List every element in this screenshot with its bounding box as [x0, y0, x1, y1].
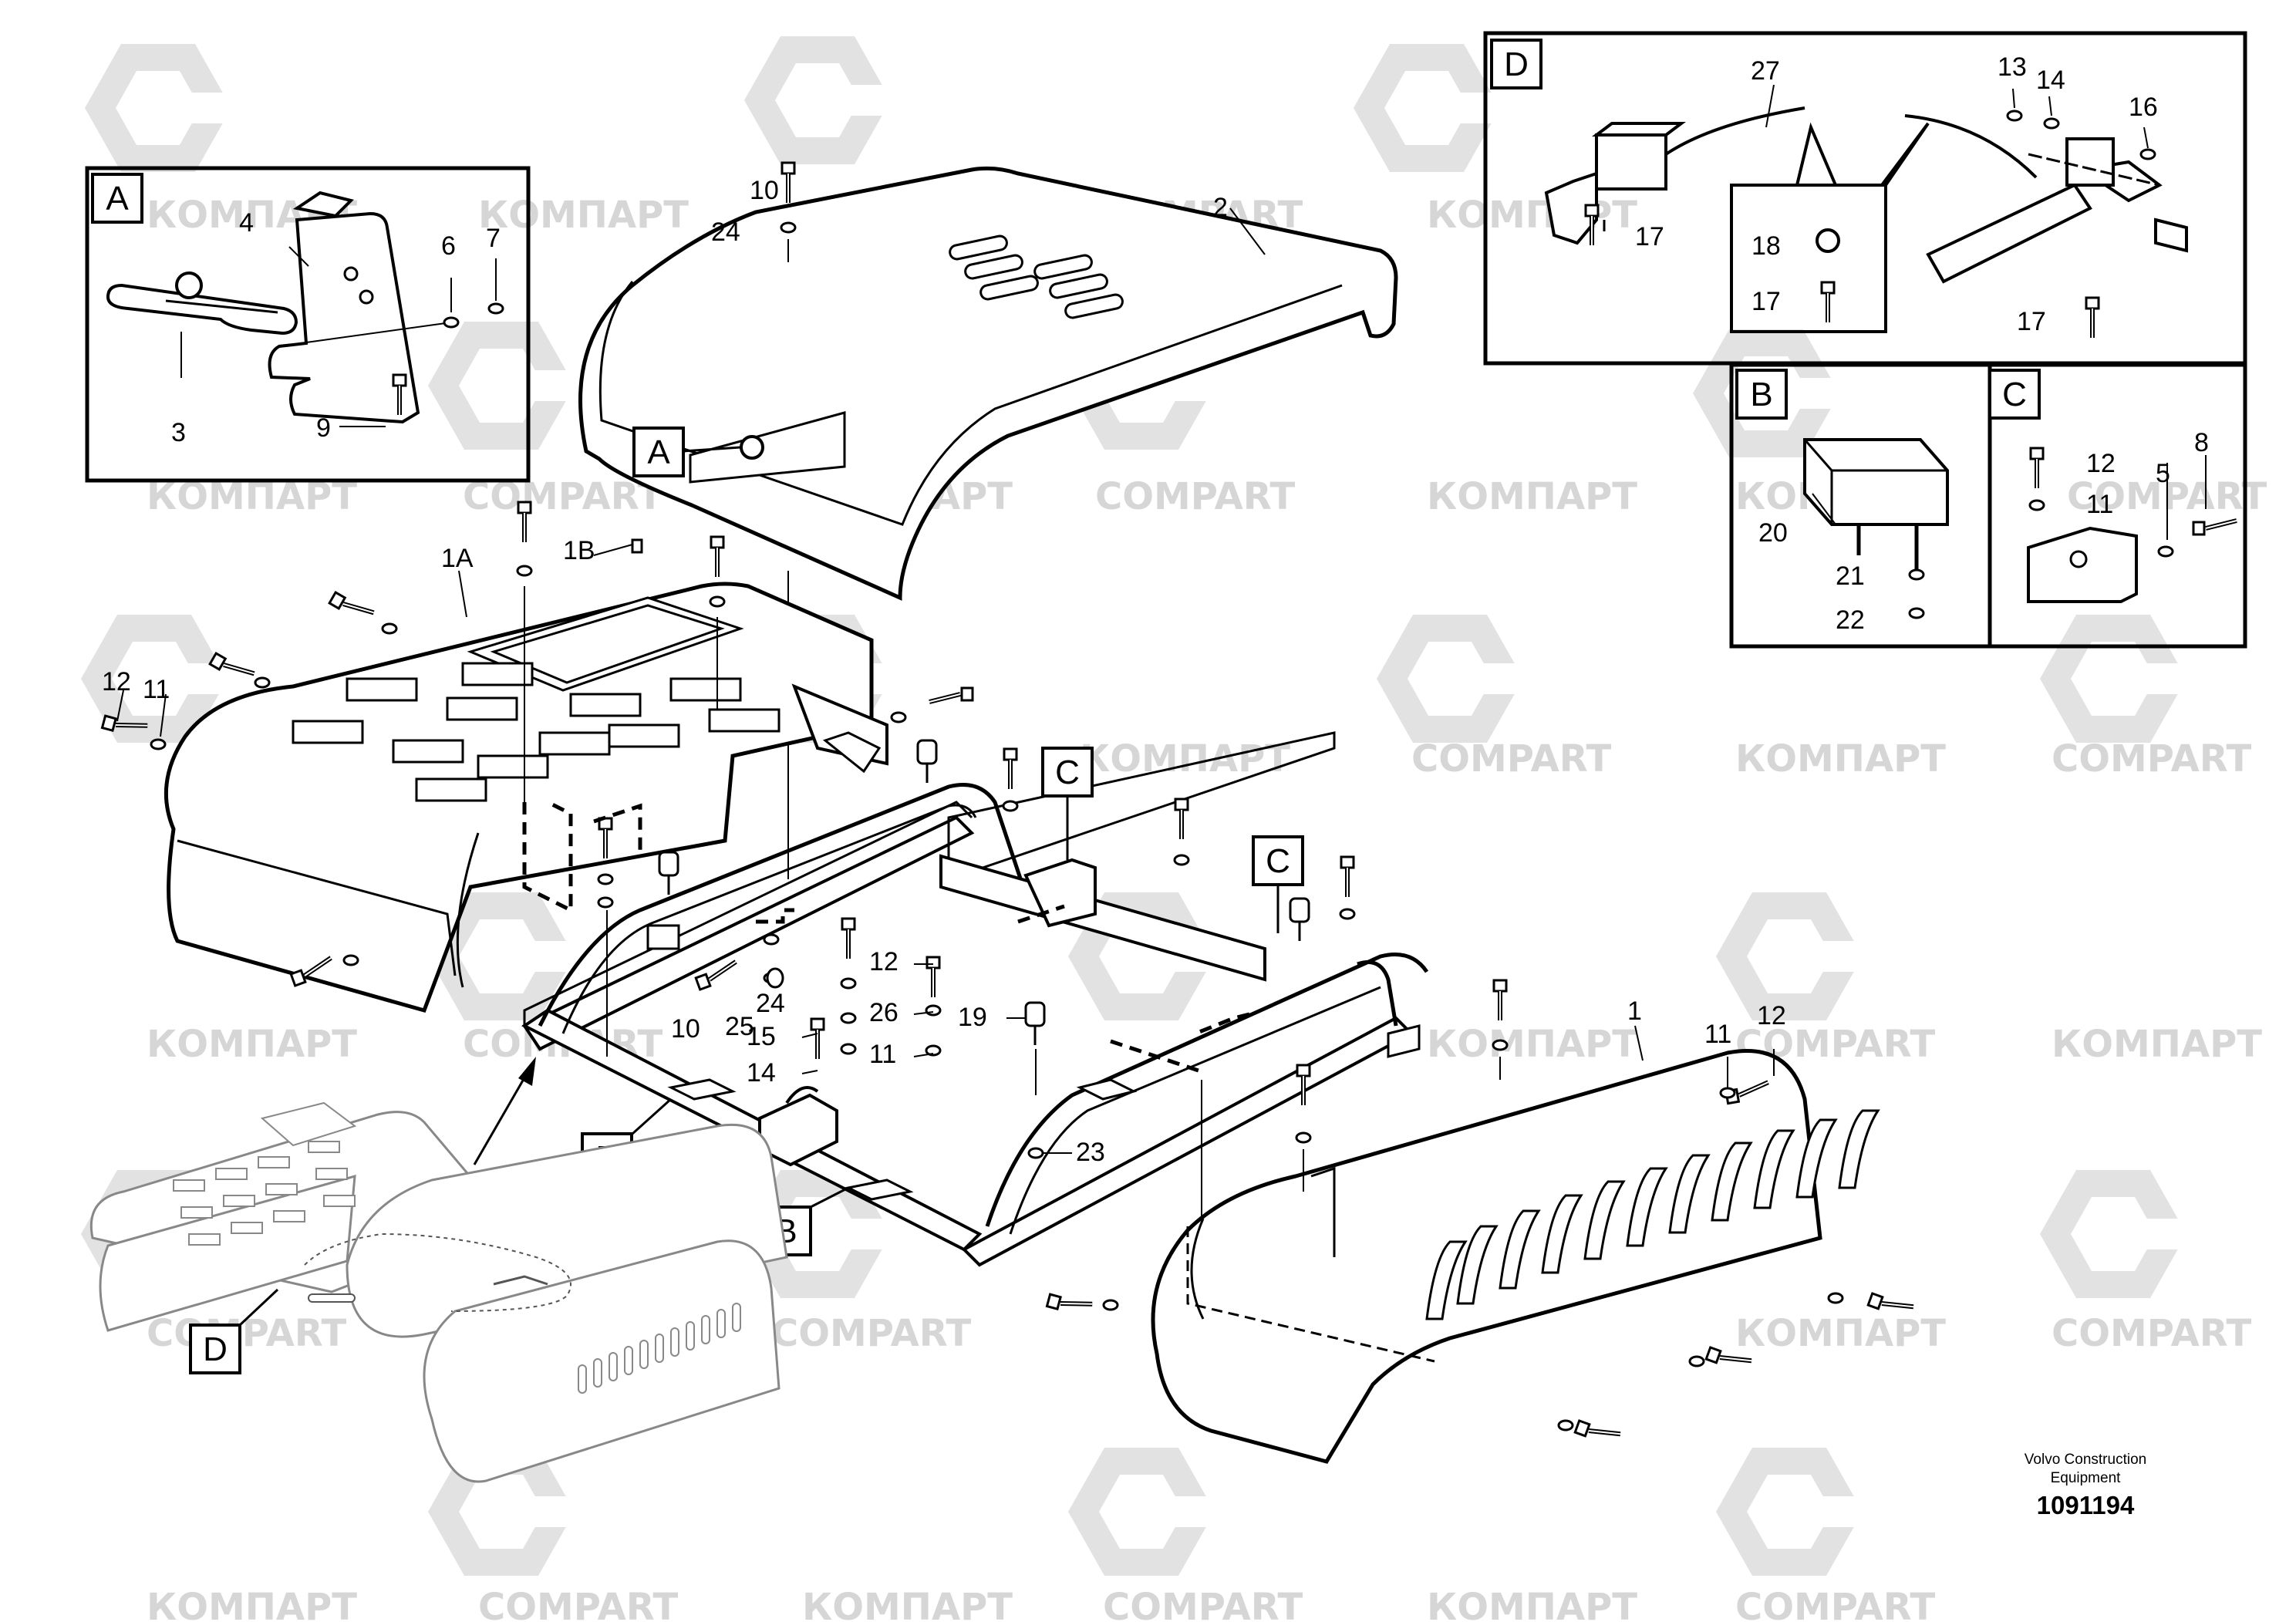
part-label-21: 21 [1836, 561, 1865, 591]
part-label-10: 10 [750, 176, 779, 205]
watermark-cyrillic: КОМПАРТ [1735, 737, 1946, 781]
watermark-cyrillic: КОМПАРТ [147, 1586, 357, 1622]
part-label-12: 12 [869, 947, 899, 976]
part-label-12: 12 [2086, 449, 2116, 478]
watermark-cyrillic: КОМПАРТ [1080, 737, 1290, 781]
watermark-latin: COMPART [2052, 1312, 2252, 1355]
part-label-11: 11 [1704, 1020, 1731, 1049]
document-number: 1091194 [2037, 1491, 2135, 1519]
watermark-cyrillic: КОМПАРТ [802, 1586, 1013, 1622]
watermark-cyrillic: КОМПАРТ [1427, 475, 1637, 518]
watermark-cyrillic: КОМПАРТ [1427, 1023, 1637, 1066]
part-label-23: 23 [1076, 1138, 1105, 1167]
part-label-10: 10 [671, 1014, 700, 1044]
part-label-6: 6 [441, 231, 456, 261]
watermark-latin: COMPART [1095, 475, 1296, 518]
assembly-overview-sketch [89, 1057, 788, 1483]
part-label-14: 14 [2036, 66, 2065, 95]
main-callout-d: D [203, 1330, 228, 1368]
detail-c-inset: C 12 11 5 8 [1988, 363, 2247, 649]
part-label-15: 15 [747, 1022, 776, 1051]
detail-d-inset: D 27 13 14 16 17 18 17 [1483, 31, 2247, 366]
part-label-16: 16 [2129, 93, 2158, 122]
manufacturer-caption-line1: Volvo Construction [2025, 1452, 2146, 1468]
part-label-1a: 1A [441, 544, 474, 573]
part-label-7: 7 [486, 224, 501, 253]
part-label-5: 5 [2156, 459, 2170, 488]
part-label-22: 22 [1836, 605, 1865, 635]
main-callout-c: C [1266, 842, 1290, 880]
watermark-cyrillic: КОМПАРТ [2052, 1023, 2262, 1066]
part-label-18: 18 [1752, 231, 1781, 261]
watermark-cyrillic: КОМПАРТ [1735, 1312, 1946, 1355]
part-label-24: 24 [756, 989, 785, 1018]
side-cover-1 [1151, 1049, 1880, 1464]
latch-bracket [268, 211, 420, 424]
engine-hood-2 [578, 166, 1398, 601]
part-label-12: 12 [102, 667, 131, 696]
part-label-2: 2 [1213, 193, 1228, 222]
watermark-cyrillic: КОМПАРТ [1427, 194, 1637, 237]
door-handle [106, 283, 298, 336]
part-label-27: 27 [1751, 56, 1780, 86]
part-label-19: 19 [958, 1003, 987, 1032]
main-callout-c: C [1055, 754, 1080, 791]
watermark-cyrillic: КОМПАРТ [1427, 1586, 1637, 1622]
watermark-layer: КОМПАРТ КОМПАРТ КОМПАРТ COMPART КОМПАРТ … [81, 36, 2267, 1622]
rubber-stops [658, 739, 1310, 1045]
detail-c-tag: C [2002, 376, 2027, 413]
manufacturer-caption-line2: Equipment [2051, 1470, 2122, 1486]
part-label-24: 24 [711, 218, 740, 247]
detail-b-tag: B [1750, 376, 1772, 413]
watermark-latin: COMPART [1411, 737, 1612, 781]
part-label-20: 20 [1758, 518, 1788, 548]
watermark-latin: COMPART [1735, 1586, 1936, 1622]
watermark-latin: COMPART [771, 1312, 972, 1355]
watermark-cyrillic: КОМПАРТ [478, 194, 689, 237]
footer-block: Volvo Construction Equipment 1091194 [2025, 1452, 2146, 1519]
watermark-latin: COMPART [1103, 1586, 1303, 1622]
part-label-1b: 1B [563, 536, 595, 565]
watermark-latin: COMPART [2052, 737, 2252, 781]
part-label-26: 26 [869, 998, 899, 1027]
part-label-1: 1 [1627, 996, 1642, 1026]
main-callout-a: A [647, 433, 670, 471]
detail-a-inset: A 4 6 7 3 9 [85, 166, 531, 483]
part-label-4: 4 [239, 208, 254, 238]
part-label-13: 13 [1998, 52, 2027, 82]
part-label-17: 17 [1635, 222, 1664, 251]
watermark-latin: COMPART [478, 1586, 679, 1622]
part-label-3: 3 [171, 418, 186, 447]
part-label-8: 8 [2194, 428, 2209, 457]
part-label-25: 25 [725, 1012, 754, 1041]
part-label-9: 9 [316, 413, 331, 443]
part-label-14: 14 [747, 1058, 776, 1088]
detail-d-tag: D [1504, 46, 1529, 83]
rubber-stop-block [1803, 438, 1949, 526]
detail-a-tag: A [106, 180, 129, 218]
part-label-17: 17 [2017, 307, 2046, 336]
side-cover-1a [164, 582, 888, 1013]
part-label-11: 11 [2086, 490, 2113, 519]
part-label-11: 11 [143, 675, 170, 704]
part-label-11: 11 [869, 1040, 896, 1069]
watermark-cyrillic: КОМПАРТ [147, 1023, 357, 1066]
part-label-17: 17 [1752, 287, 1781, 316]
detail-b-inset: B 20 21 22 [1729, 363, 1992, 649]
part-label-12: 12 [1757, 1001, 1786, 1030]
